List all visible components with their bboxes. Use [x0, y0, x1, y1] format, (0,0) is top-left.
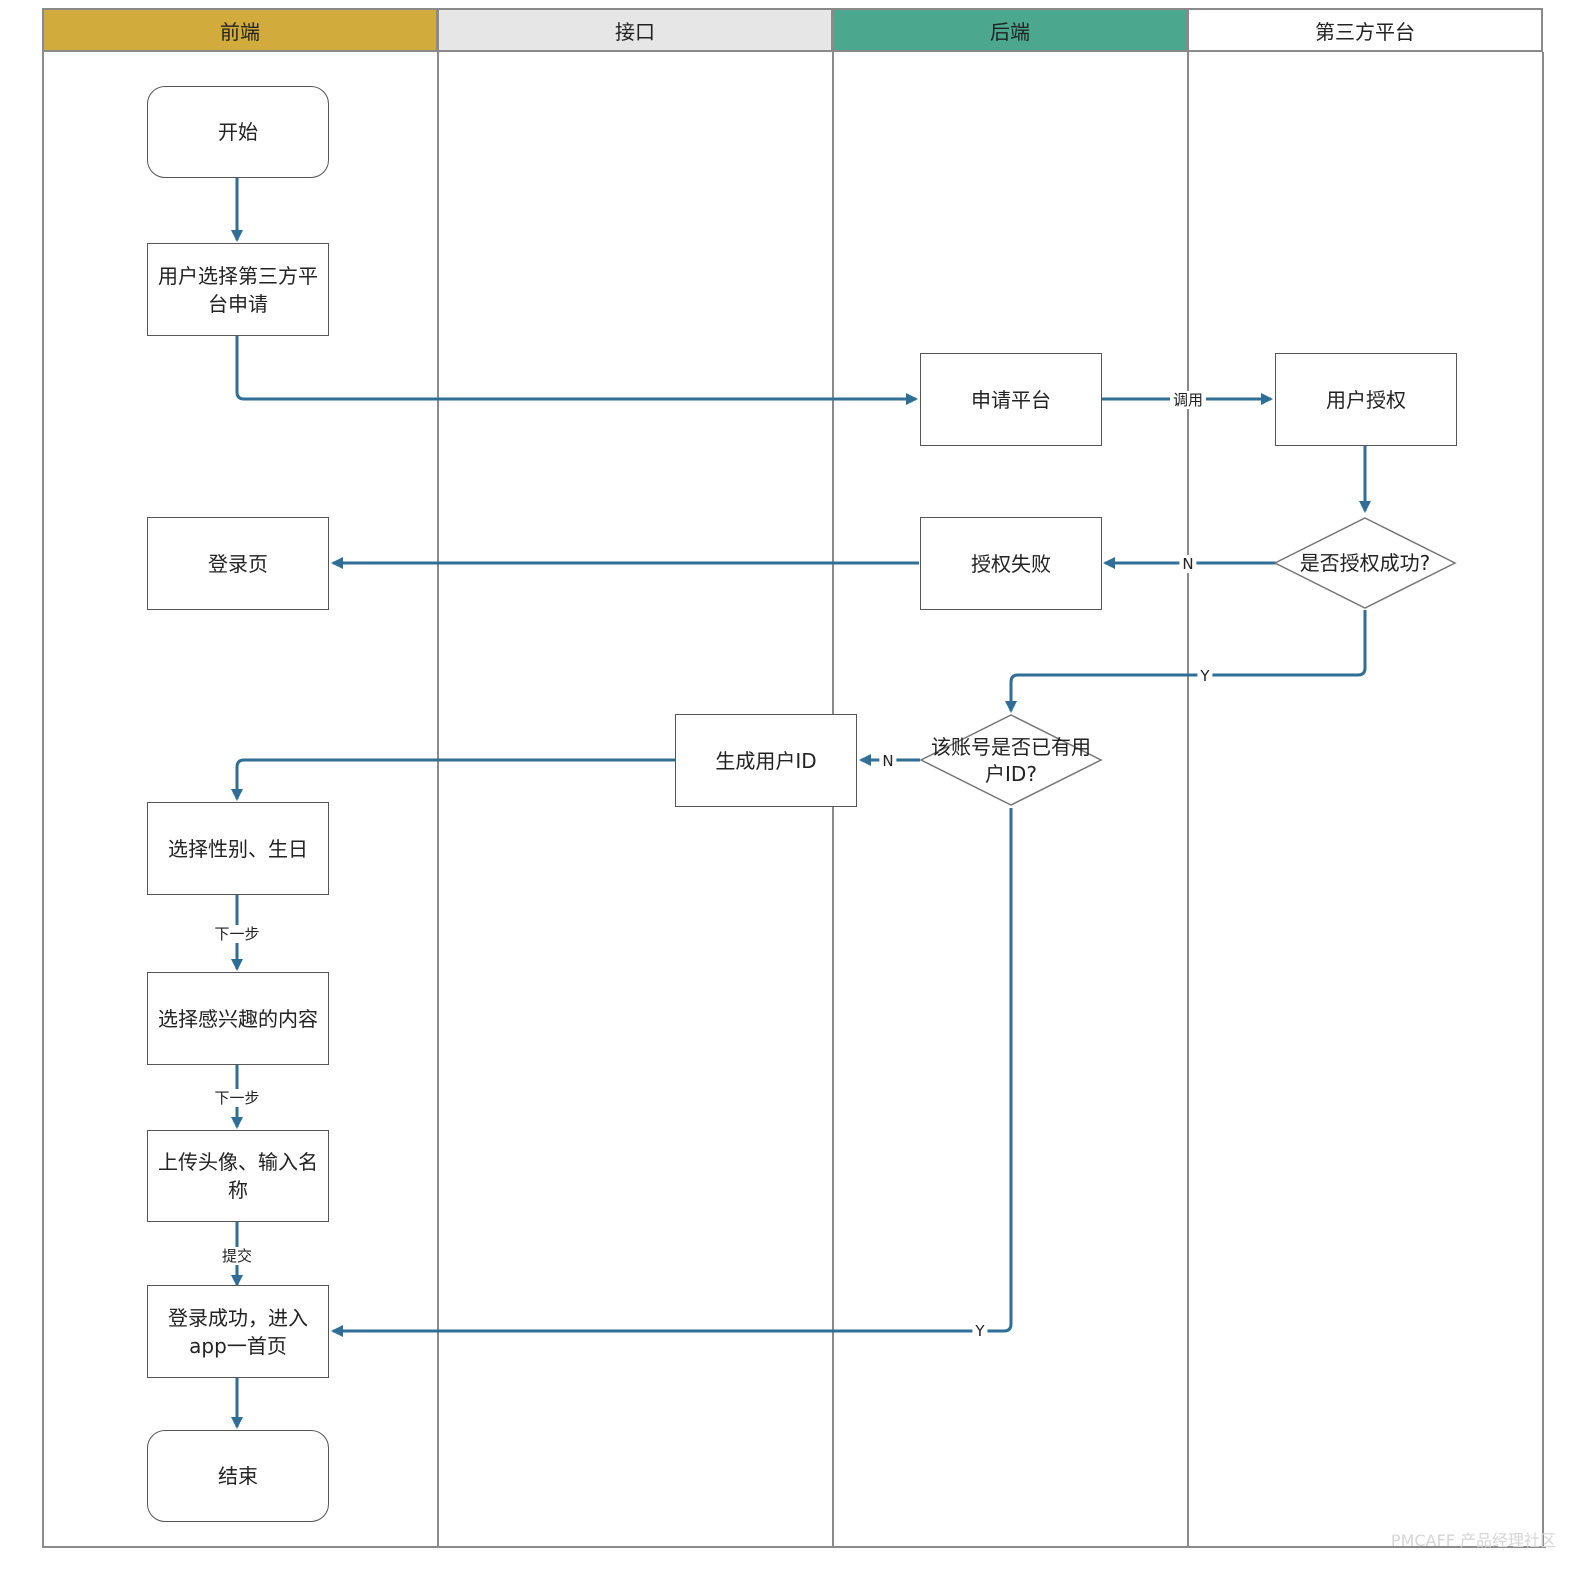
login-page-node: 登录页: [147, 517, 329, 610]
select-platform-node: 用户选择第三方平台申请: [147, 243, 329, 336]
auth-fail-node: 授权失败: [920, 517, 1102, 610]
edge-label-call: 调用: [1169, 391, 1207, 409]
lane-bottom-border: [42, 1546, 1546, 1548]
upload-avatar-node: 上传头像、输入名称: [147, 1130, 329, 1222]
lane-third-party: [1187, 52, 1543, 1548]
select-interests-node: 选择感兴趣的内容: [147, 972, 329, 1065]
lane-header-backend: 后端: [832, 8, 1188, 52]
edge-label-id-yes: Y: [972, 1322, 988, 1340]
watermark: PMCAFF 产品经理社区: [1390, 1531, 1556, 1550]
decision-auth-success: [1273, 517, 1457, 609]
has-user-id-question: 该账号是否已有用户ID?: [931, 735, 1091, 786]
lane-header-third-party: 第三方平台: [1187, 8, 1543, 52]
edge-select-to-apply: [235, 336, 918, 405]
lane-frontend: [42, 52, 438, 1548]
auth-success-question: 是否授权成功?: [1299, 551, 1431, 575]
edge-label-auth-no: N: [1179, 555, 1197, 573]
edge-gen-to-gender: [231, 758, 675, 801]
edge-label-auth-yes: Y: [1197, 667, 1213, 685]
lane-header-interface: 接口: [437, 8, 833, 52]
generate-user-id-node: 生成用户ID: [675, 714, 857, 807]
decision-has-user-id: [919, 714, 1103, 806]
login-success-node: 登录成功，进入app一首页: [147, 1285, 329, 1378]
edge-label-id-no: N: [879, 752, 897, 770]
end-node: 结束: [147, 1430, 329, 1522]
edge-label-submit: 提交: [218, 1247, 256, 1265]
edge-decision-yes-to-hasid: [1005, 610, 1367, 713]
select-gender-birthday-node: 选择性别、生日: [147, 802, 329, 895]
user-auth-node: 用户授权: [1275, 353, 1457, 446]
edge-hasid-yes-to-success: [331, 808, 1013, 1337]
edge-label-next-2: 下一步: [211, 1089, 263, 1107]
apply-platform-node: 申请平台: [920, 353, 1102, 446]
start-node: 开始: [147, 86, 329, 178]
lane-interface: [437, 52, 833, 1548]
edge-label-next-1: 下一步: [211, 925, 263, 943]
lane-header-frontend: 前端: [42, 8, 438, 52]
lane-right-border: [1542, 52, 1544, 1548]
